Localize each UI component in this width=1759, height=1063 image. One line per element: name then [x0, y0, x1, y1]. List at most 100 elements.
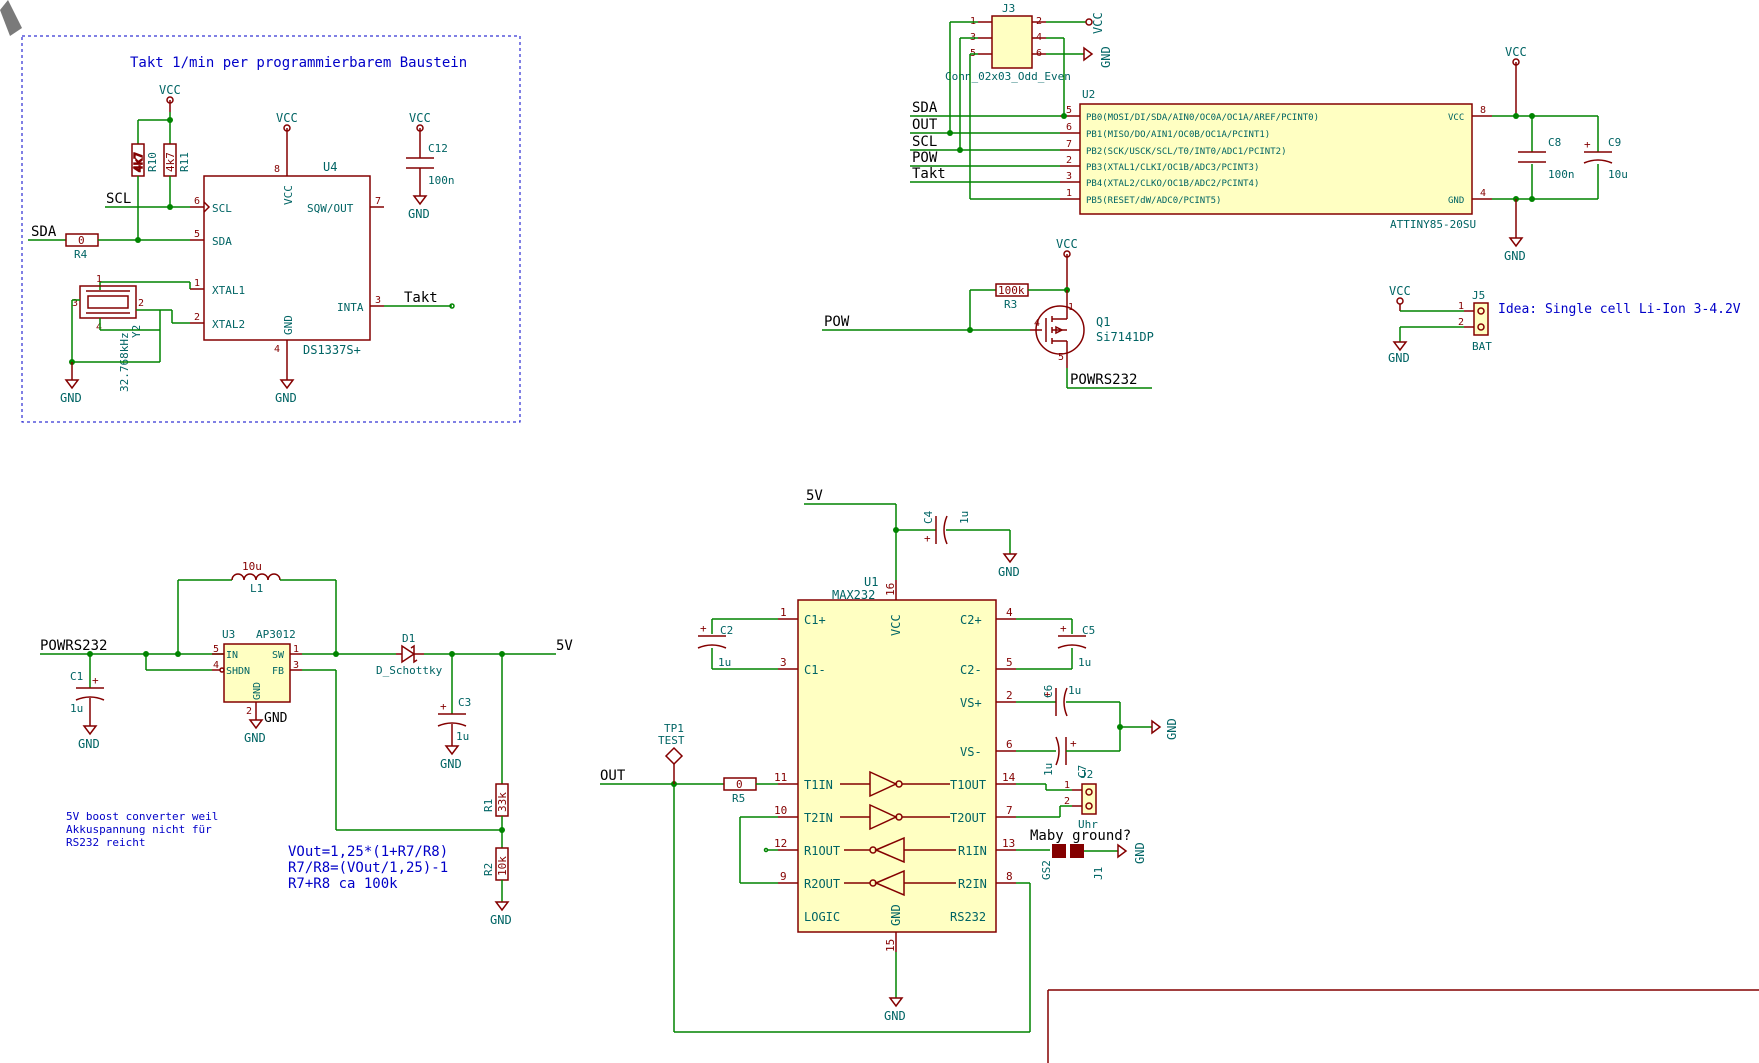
u1-pin-t1out: T1OUT: [950, 778, 986, 792]
c5-ref: C5: [1082, 624, 1095, 637]
j2-pin2: 2: [1064, 796, 1070, 807]
d1-body[interactable]: [396, 644, 424, 664]
u1-pin-num-7: 7: [1006, 804, 1013, 817]
q1-pin4: 4: [1034, 318, 1040, 329]
u4-vcc-symbol: VCC: [276, 111, 298, 160]
u2-left-pins: 5 6 7 2 3 1 PB0(MOSI/DI/SDA/AIN0/OC0A/OC…: [1060, 105, 1319, 206]
q1-body[interactable]: [1030, 290, 1085, 368]
svg-text:GND: GND: [490, 913, 512, 927]
q1-pin1: 1: [1068, 302, 1074, 313]
net-scl-u2: SCL: [912, 134, 937, 150]
u3-gnd-net-label: GND: [264, 711, 288, 726]
svg-text:+: +: [1584, 138, 1591, 151]
u4-pin-num-3: 3: [375, 295, 381, 306]
c4-body[interactable]: +: [924, 515, 948, 545]
u4-pin-num-6: 6: [194, 196, 200, 207]
c12-body[interactable]: [406, 154, 434, 196]
u4-pin-num-1: 1: [194, 278, 200, 289]
net-scl-u4: SCL: [106, 191, 131, 207]
q1-value: Si7141DP: [1096, 330, 1154, 344]
tp1-value: TEST: [658, 734, 685, 747]
tp1-body[interactable]: [664, 746, 684, 784]
u1-pin-num-10: 10: [774, 804, 787, 817]
c2-ref: C2: [720, 624, 733, 637]
j5-pin1: 1: [1458, 301, 1464, 312]
u1-body[interactable]: [797, 599, 997, 933]
c5-body[interactable]: +: [1057, 622, 1087, 649]
j3-pin-6: 6: [1036, 48, 1042, 59]
u1-pin-num-5: 5: [1006, 656, 1013, 669]
c3-ref: C3: [458, 696, 471, 709]
u1-pin-vsm: VS-: [960, 745, 982, 759]
l1-body[interactable]: [231, 573, 281, 581]
svg-text:VCC: VCC: [159, 83, 181, 97]
u2-pin-name-4: PB4(XTAL2/CLKO/OC1B/ADC2/PCINT4): [1086, 179, 1259, 189]
c2-body[interactable]: +: [697, 622, 727, 649]
u1-pin-t2out: T2OUT: [950, 811, 986, 825]
u1-pin-r2in: R2IN: [958, 877, 987, 891]
j2-value: Uhr: [1078, 818, 1098, 831]
y2-pin4: 4: [96, 322, 102, 333]
c3-body[interactable]: +: [437, 700, 467, 746]
u3-pin-sw: SW: [272, 650, 285, 661]
u4-pin-num-2: 2: [194, 312, 200, 323]
u1-pin-num-3: 3: [780, 656, 787, 669]
u1-pin-num-14: 14: [1002, 771, 1016, 784]
c6-body[interactable]: +: [1044, 687, 1068, 717]
u2-gnd-num: 4: [1480, 188, 1486, 199]
u1-pin-num-4: 4: [1006, 606, 1013, 619]
net-powrs232-q1: POWRS232: [1070, 372, 1137, 388]
u3-pin-num-1: 1: [293, 644, 299, 655]
net-takt-u4: Takt: [404, 290, 438, 306]
j1-gnd-symbol: GND: [1117, 842, 1147, 864]
u3-pin-num-4: 4: [213, 660, 219, 671]
u4-pin-sqw: SQW/OUT: [307, 202, 354, 215]
c9-ref: C9: [1608, 136, 1621, 149]
y2-body[interactable]: [87, 295, 129, 309]
u1-pin-num-13: 13: [1002, 837, 1015, 850]
r5-value: 0: [736, 778, 743, 791]
u2-vcc-symbol: VCC: [1505, 45, 1527, 116]
net-5v-boost: 5V: [556, 638, 573, 654]
u3-gnd-symbol: GND: [244, 716, 266, 745]
c1-body[interactable]: +: [75, 674, 105, 726]
u3-pin-num-5: 5: [213, 644, 219, 655]
svg-text:GND: GND: [998, 565, 1020, 579]
r2-ref: R2: [482, 863, 495, 876]
u1-pin-r1out: R1OUT: [804, 844, 840, 858]
u2-pin-num-2: 7: [1066, 139, 1072, 150]
u1-ref: U1: [864, 575, 878, 589]
u2-vcc-name: VCC: [1448, 113, 1464, 123]
c8-body[interactable]: [1518, 151, 1546, 163]
frame-title: Takt 1/min per programmierbarem Baustein: [130, 55, 467, 71]
u3-pin-gnd: GND: [252, 682, 263, 700]
u3-pin-shdn: SHDN: [226, 666, 250, 677]
c9-body[interactable]: +: [1583, 138, 1613, 164]
j3-body[interactable]: [991, 15, 1033, 69]
net-pow-q1: POW: [824, 314, 850, 330]
u1-pin-r2out: R2OUT: [804, 877, 840, 891]
c6c7-gnd-symbol: GND: [1151, 718, 1179, 740]
u4-pin-scl: SCL: [212, 202, 232, 215]
u2-pin-num-0: 5: [1066, 105, 1072, 116]
c1-gnd-symbol: GND: [78, 725, 100, 751]
gs2-body[interactable]: [1052, 844, 1084, 858]
svg-text:GND: GND: [1133, 842, 1147, 864]
svg-text:GND: GND: [78, 737, 100, 751]
j3-pin-2: 2: [1036, 16, 1042, 27]
u4-pin-gnd: GND: [282, 315, 295, 335]
svg-text:GND: GND: [408, 207, 430, 221]
u1-pin-logic: LOGIC: [804, 910, 840, 924]
u1-pin-num-1: 1: [780, 606, 787, 619]
svg-text:GND: GND: [1099, 46, 1113, 68]
svg-text:VCC: VCC: [1389, 284, 1411, 298]
note-idea: Idea: Single cell Li-Ion 3-4.2V: [1498, 302, 1741, 317]
u3-body[interactable]: [223, 643, 291, 703]
j3-vcc-symbol: VCC: [1085, 12, 1105, 34]
q1-ref: Q1: [1096, 315, 1110, 329]
net-powrs232-boost: POWRS232: [40, 638, 107, 654]
j3-pin-4: 4: [1036, 32, 1042, 43]
u4-pin-num-4: 4: [274, 344, 280, 355]
u2-body[interactable]: [1079, 103, 1473, 215]
